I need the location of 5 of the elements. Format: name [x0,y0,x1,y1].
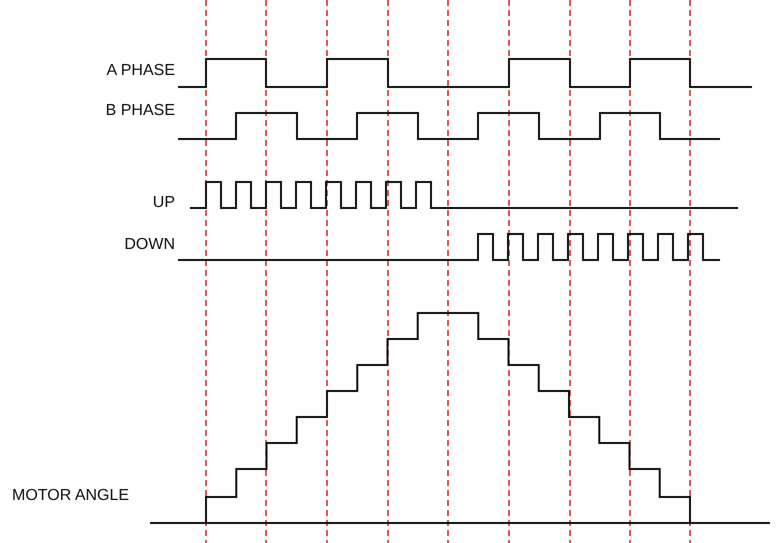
signal-label: A PHASE [106,62,175,80]
signal-label: DOWN [124,236,175,254]
signal-label: B PHASE [106,102,175,120]
signal-label: MOTOR ANGLE [12,487,130,505]
signal-label: UP [152,194,175,212]
